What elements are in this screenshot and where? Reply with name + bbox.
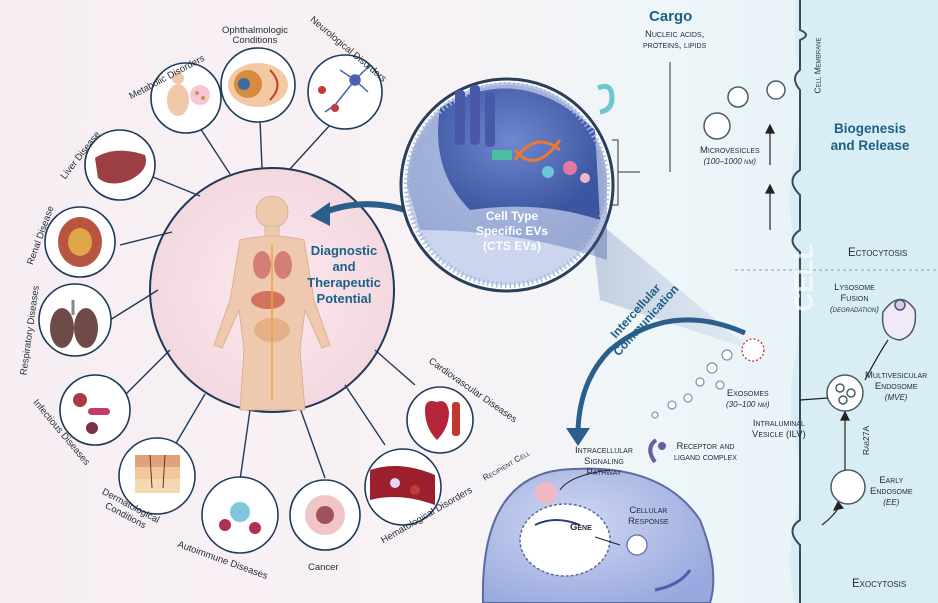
rab-label: Rab27A — [861, 425, 872, 456]
lungs-icon — [38, 283, 112, 357]
cts-ev — [399, 77, 615, 293]
cargo-title: Cargo — [649, 8, 693, 25]
endosome-pathway — [826, 298, 917, 505]
ev-cargo — [455, 83, 615, 183]
exosome-particles — [651, 349, 733, 419]
gene-label: Gene — [570, 522, 592, 533]
metabolic-graphic — [167, 72, 210, 116]
autoimmune-graphic — [219, 502, 261, 534]
skin-graphic — [135, 454, 180, 493]
cargo-desc: Nucleic acids, proteins, lipids — [643, 29, 707, 51]
microvesicles-label: Microvesicles (100–1000 nm) — [700, 145, 760, 166]
ecto-arrows — [765, 123, 775, 230]
ectocytosis-label: Ectocytosis — [848, 247, 908, 259]
response-vesicle — [626, 534, 648, 556]
tumor-graphic — [305, 495, 345, 535]
biogenesis-title: Biogenesis and Release — [830, 121, 910, 153]
label-ophthalmologic: Ophthalmologic Conditions — [221, 25, 288, 46]
kidney-graphic — [58, 217, 102, 267]
nucleus — [519, 503, 611, 577]
ilv-label: Intraluminal Vesicle (ILV) — [752, 418, 806, 440]
liver-graphic — [95, 150, 146, 184]
exosome-release — [741, 338, 765, 362]
signaling-label: Intracellular Signaling Pathway — [575, 445, 633, 478]
cell-watermark: CELL — [788, 243, 819, 312]
ee-label: Early Endosome (EE) — [870, 475, 913, 507]
receptor-label: Receptor and ligand complex — [674, 441, 737, 463]
label-cancer: Cancer — [308, 562, 339, 573]
microbe-graphic — [73, 393, 110, 434]
blood-graphic — [370, 466, 435, 505]
lungs-graphic — [50, 300, 98, 348]
heart-graphic — [425, 401, 460, 440]
organs — [251, 245, 292, 400]
lysosome-label: Lysosome Fusion (degradation) — [830, 282, 879, 314]
cell-region — [790, 0, 938, 603]
response-label: Cellular Response — [628, 505, 669, 527]
mve-label: Multivesicular Endosome (MVE) — [865, 370, 928, 402]
exosomes-label: Exosomes (30–100 nm) — [726, 388, 770, 409]
endo-arrows — [799, 339, 889, 526]
intercellular-arrow — [575, 317, 747, 431]
disease-spokes — [109, 119, 416, 481]
receptor — [648, 438, 658, 464]
cell-membrane-label: Cell Membrane — [812, 37, 823, 94]
cell-membrane — [791, 0, 807, 603]
exocytosis-label: Exocytosis — [852, 578, 907, 590]
zoom-cone — [590, 215, 752, 350]
microvesicles — [703, 80, 786, 140]
mve-body — [826, 374, 864, 412]
recipient-cell — [481, 467, 715, 603]
early-endosome — [830, 469, 866, 505]
neuron-graphic — [318, 64, 371, 113]
diagnostic-title: Diagnostic and Therapeutic Potential — [307, 243, 381, 306]
eye-graphic — [228, 63, 288, 107]
cts-label: Cell Type Specific EVs (CTS EVs) — [475, 209, 549, 253]
